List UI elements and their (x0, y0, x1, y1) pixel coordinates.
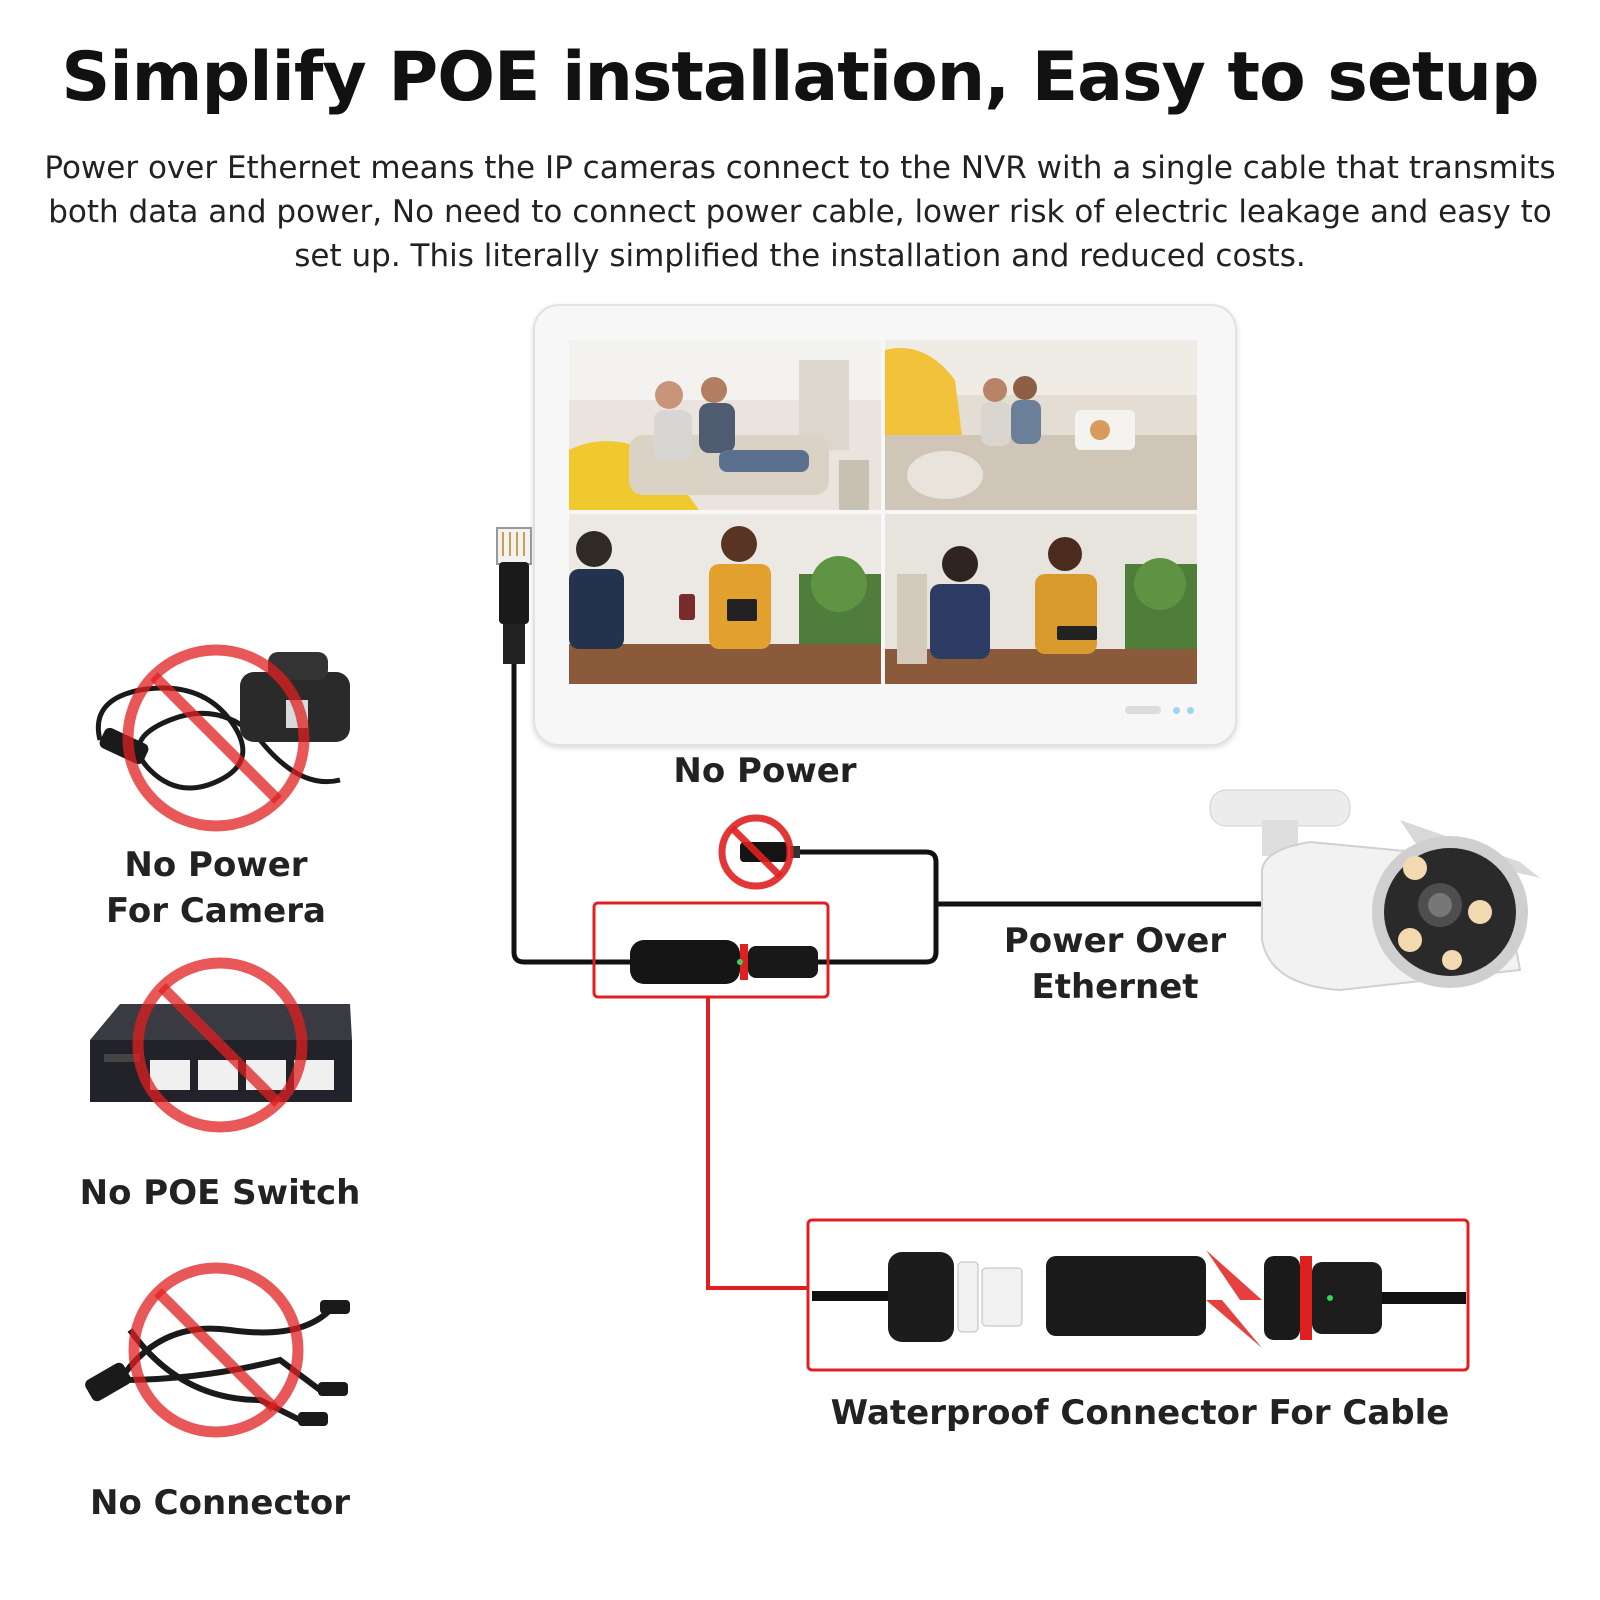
waterproof-connector-icon (812, 1250, 1466, 1348)
prohibited-icon (122, 644, 310, 832)
page-title: Simplify POE installation, Easy to setup (61, 38, 1539, 117)
no-power-label: No Power (673, 751, 857, 791)
camera-view-3 (569, 514, 881, 684)
no-connector-label: No Connector (90, 1483, 350, 1523)
camera-view-4 (885, 514, 1197, 684)
poe-connector-icon (630, 940, 818, 984)
status-led (1173, 707, 1180, 714)
nvr-monitor (533, 304, 1237, 746)
no-power-for-camera-label: No Power For Camera (106, 845, 326, 931)
camera-view-1 (569, 340, 881, 510)
monitor-power-slot (1125, 706, 1161, 714)
bullet-camera-icon (1209, 789, 1540, 992)
splitter-cable-icon (85, 1300, 350, 1426)
prohibited-icon (128, 1262, 304, 1438)
page-description: Power over Ethernet means the IP cameras… (44, 150, 1556, 274)
prohibited-icon (132, 957, 308, 1133)
waterproof-connector-label: Waterproof Connector For Cable (830, 1393, 1450, 1433)
rj45-plug-icon (496, 527, 532, 664)
connector-highlight-box (592, 901, 830, 999)
prohibited-icon (718, 814, 794, 890)
camera-view-2 (885, 340, 1197, 510)
power-over-ethernet-label: Power Over Ethernet (1003, 921, 1227, 1007)
no-poe-switch-label: No POE Switch (79, 1173, 361, 1213)
waterproof-detail-box (806, 1218, 1470, 1372)
leader-line (706, 997, 808, 1290)
status-led (1187, 707, 1194, 714)
